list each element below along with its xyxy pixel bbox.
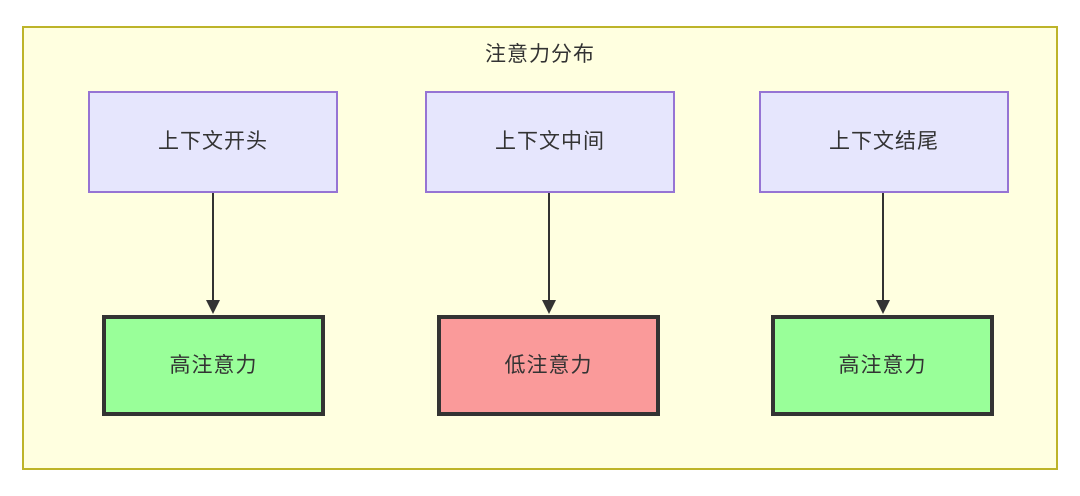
node-context-end[interactable]: 上下文结尾 — [759, 91, 1009, 193]
node-context-start[interactable]: 上下文开头 — [88, 91, 338, 193]
node-label: 上下文中间 — [495, 130, 605, 154]
diagram-title: 注意力分布 — [485, 43, 595, 66]
node-context-middle[interactable]: 上下文中间 — [425, 91, 675, 193]
node-label: 低注意力 — [504, 353, 593, 377]
node-label: 上下文开头 — [158, 130, 268, 154]
node-label: 上下文结尾 — [829, 130, 939, 154]
node-attention-middle[interactable]: 低注意力 — [437, 315, 660, 416]
node-label: 高注意力 — [838, 353, 927, 377]
node-attention-start[interactable]: 高注意力 — [102, 315, 325, 416]
node-attention-end[interactable]: 高注意力 — [771, 315, 994, 416]
node-label: 高注意力 — [169, 353, 258, 377]
